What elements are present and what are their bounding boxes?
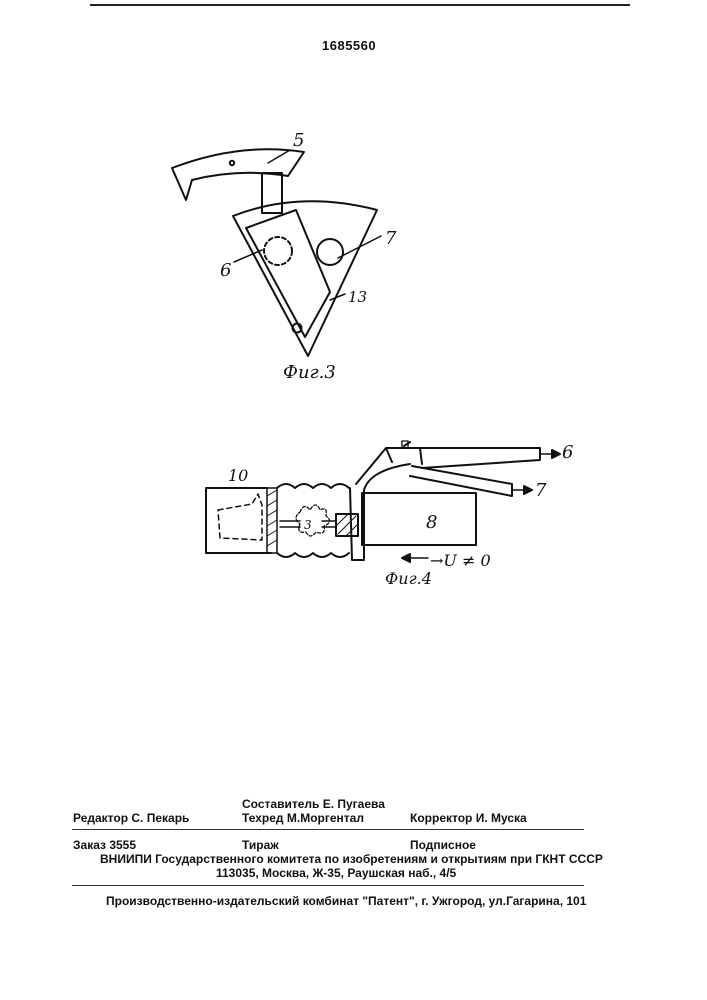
figure-3-drawing <box>172 149 381 356</box>
fig3-leader-5 <box>268 150 290 163</box>
fig3-part-5-arc <box>172 149 304 200</box>
figure-4-drawing <box>206 441 560 562</box>
fig3-pin-hole <box>230 161 234 165</box>
fig3-leader-7 <box>338 236 381 258</box>
fig4-label-6: 6 <box>562 442 573 463</box>
fig4-dashed-inner <box>218 494 262 540</box>
imprint-circulation: Тираж <box>242 838 279 852</box>
fig3-circle-6-dashed <box>264 237 292 265</box>
fig4-label-10: 10 <box>228 466 248 485</box>
imprint-rule-1 <box>72 829 584 830</box>
imprint-org-line-2: 113035, Москва, Ж-35, Раушская наб., 4/5 <box>216 866 456 880</box>
imprint-subscription: Подписное <box>410 838 476 852</box>
imprint-org-line-1: ВНИИПИ Государственного комитета по изоб… <box>100 852 603 866</box>
fig3-circle-7 <box>317 239 343 265</box>
fig4-label-3: 3 <box>304 518 312 532</box>
fig3-label-13: 13 <box>348 288 367 306</box>
fig4-arm-6 <box>356 442 540 484</box>
fig4-caption: Фиг.4 <box>385 569 432 588</box>
fig3-caption: Фиг.3 <box>283 362 336 383</box>
fig4-label-8: 8 <box>426 512 437 533</box>
imprint-corrector: Корректор И. Муска <box>410 811 527 825</box>
imprint-compiler: Составитель Е. Пугаева <box>242 797 385 811</box>
imprint-techred: Техред М.Моргентал <box>242 811 364 825</box>
fig4-arm-7 <box>410 466 512 496</box>
fig3-label-5: 5 <box>293 130 304 151</box>
imprint-order: Заказ 3555 <box>73 838 136 852</box>
fig4-block-8 <box>362 493 476 545</box>
fig3-label-6: 6 <box>220 260 231 281</box>
imprint-rule-2 <box>72 885 584 886</box>
fig4-formula: →U ≠ 0 <box>430 551 491 570</box>
fig3-label-7: 7 <box>385 228 397 249</box>
fig4-label-7: 7 <box>535 480 547 501</box>
imprint-publisher: Производственно-издательский комбинат "П… <box>106 894 586 908</box>
imprint-editor: Редактор С. Пекарь <box>73 811 189 825</box>
